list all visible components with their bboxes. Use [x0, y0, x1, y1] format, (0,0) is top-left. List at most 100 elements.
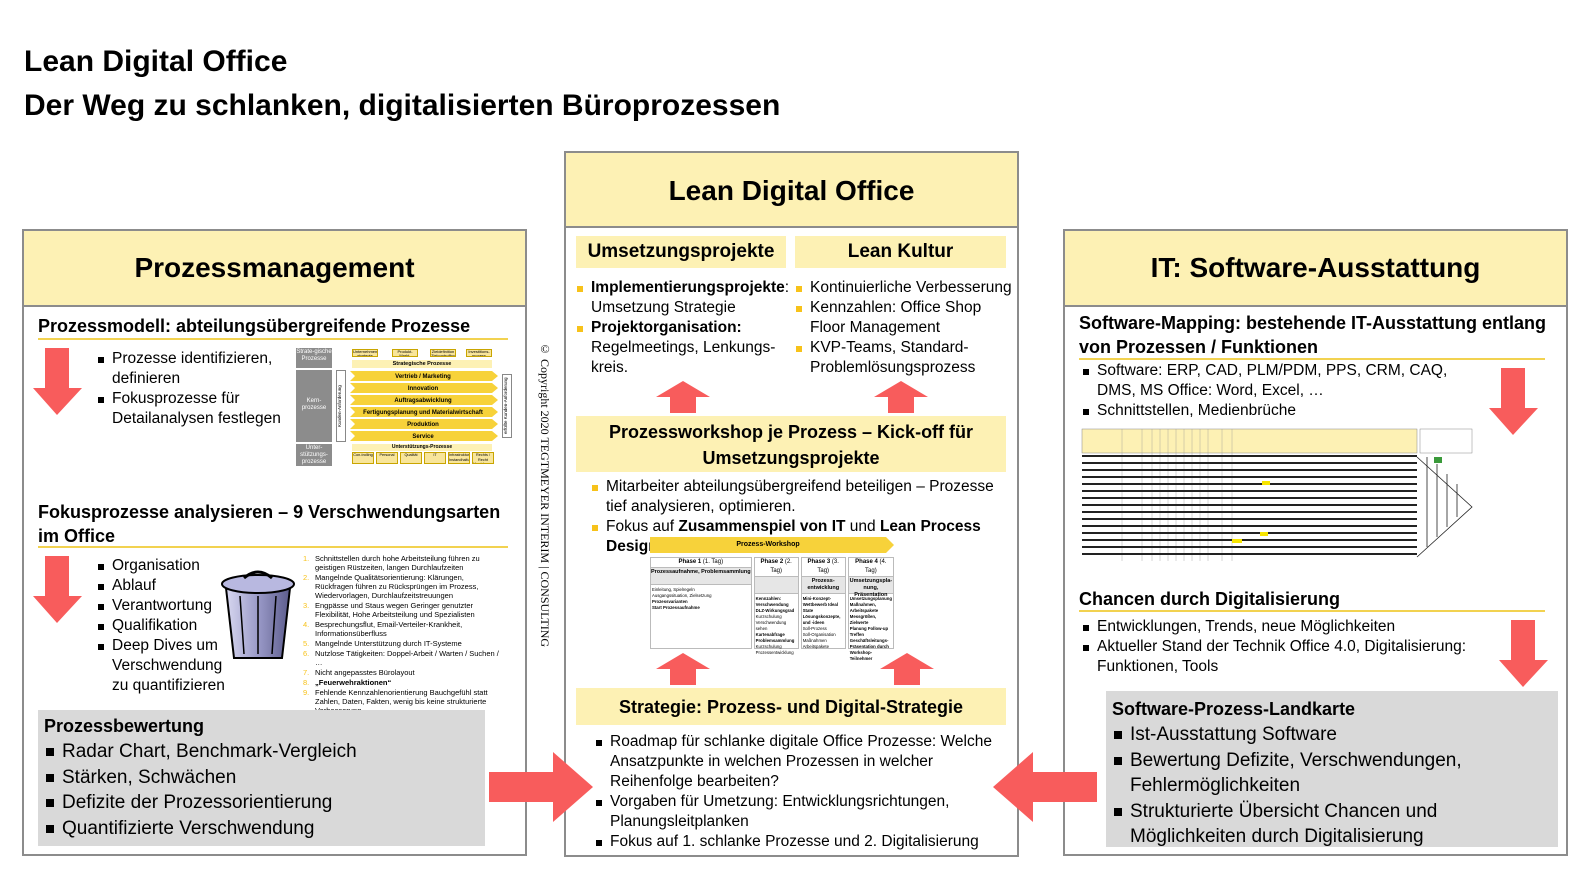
bullet-item: Organisation: [98, 556, 238, 576]
phase-head: Prozess-entwicklung: [801, 577, 845, 594]
phase-item: Kurzschulung Verschwendung sehen: [755, 614, 787, 631]
strategic-bar: Strategische Prozesse: [352, 360, 492, 368]
bullet-bold: Zusammenspiel von IT: [678, 518, 846, 535]
page-title-line2: Der Weg zu schlanken, digitalisierten Bü…: [24, 89, 781, 122]
bullet-text: und: [845, 518, 880, 535]
workshop-phases: Phase 1 (1. Tag) Prozessaufnahme, Proble…: [650, 557, 894, 661]
bullet-bold: Implementierungsprojekte: [591, 279, 785, 296]
phase-item: Soll-Organisation: [802, 632, 836, 637]
phase-label: Phase 1: [678, 559, 702, 565]
software-landkarte-box: Software-Prozess-Landkarte Ist-Ausstattu…: [1106, 691, 1558, 847]
waste-item: „Feuerwehraktionen“: [315, 678, 392, 687]
lean-kultur-bullets: Kontinuierliche Verbesserung Kennzahlen:…: [796, 278, 1018, 378]
strategie-header: Strategie: Prozess- und Digital-Strategi…: [576, 688, 1006, 725]
strategy-box: Unternehmens-strategie: [352, 349, 378, 357]
up-arrow: [880, 653, 934, 685]
support-box: Infrastruktur Instandhaltung: [448, 452, 470, 464]
down-arrow: [1489, 368, 1538, 435]
phase-days: (4. Tag): [865, 559, 887, 574]
trash-can-icon: [221, 570, 295, 659]
copyright-notice: © Copyright 2020 TEGTMEYER INTERIM | CON…: [538, 342, 552, 648]
bullet-item: Kennzahlen: Office Shop Floor Management: [796, 298, 1018, 338]
waste-item: Mangelnde Unterstützung durch IT-Systeme: [315, 639, 462, 648]
umsetzungsprojekte-bullets: Implementierungsprojekte: Umsetzung Stra…: [577, 278, 789, 378]
vertical-label-left: Kunden-Anforderung: [336, 370, 346, 442]
support-boxes: Con-trolling Personal Qualität IT Infras…: [352, 452, 494, 464]
phase-item: Maßnahmen: [802, 638, 827, 643]
panel-header-it-software: IT: Software-Ausstattung: [1065, 231, 1566, 307]
core-process-chevrons: [350, 371, 498, 441]
label-support: Unter-stützungs-prozesse: [296, 444, 332, 466]
waste-item: Besprechungsflut, Email-Verteiler-Krankh…: [315, 620, 463, 638]
core-process-labels: Vertrieb / Marketing Innovation Auftrags…: [350, 371, 496, 443]
bullet-item: Prozesse identifizieren, definieren: [98, 349, 288, 389]
strategie-bullets: Roadmap für schlanke digitale Office Pro…: [596, 732, 1006, 852]
bullet-item: Implementierungsprojekte: Umsetzung Stra…: [577, 278, 789, 318]
core-process: Fertigungsplanung und Materialwirtschaft: [363, 410, 483, 416]
bullet-text: : Umsetzung Strategie: [591, 279, 790, 316]
bullet-item: Ablauf: [98, 576, 238, 596]
phase-item: Messgrößen, Zielwerte: [849, 614, 877, 625]
page-title-line1: Lean Digital Office: [24, 45, 288, 78]
bullet-item: Kontinuierliche Verbesserung: [796, 278, 1018, 298]
phase-item: Planung Follow-up Treffen: [849, 626, 889, 637]
phase-label: Phase 2: [760, 559, 784, 565]
up-arrow: [874, 381, 928, 413]
down-arrow: [33, 556, 82, 623]
right-arrow: [489, 752, 593, 822]
software-mapping-bullets: Software: ERP, CAD, PLM/PDM, PPS, CRM, C…: [1083, 361, 1473, 421]
phase-item: Arbeitspakete: [802, 644, 829, 649]
prozessmodell-title: Prozessmodell: abteilungsübergreifende P…: [38, 316, 471, 336]
phase-item: Mini-Konzept-Wettbewerb Ideal State: [802, 596, 838, 613]
phase-item: Einleitung, Spielregeln: [652, 587, 695, 592]
bullet-item: Software: ERP, CAD, PLM/PDM, PPS, CRM, C…: [1083, 361, 1473, 401]
up-arrow: [656, 381, 710, 413]
support-box: Con-trolling: [352, 452, 374, 464]
bullet-item: Fokusprozesse für Detailanalysen festleg…: [98, 389, 288, 429]
left-arrow: [993, 752, 1097, 822]
bullet-item: Mitarbeiter abteilungsübergreifend betei…: [592, 477, 1006, 517]
phase-item: Kennzahlen: Verschwendung DLZ-Wirkungsgr…: [755, 596, 795, 613]
core-process: Vertrieb / Marketing: [395, 374, 451, 380]
label-core: Kern-prozesse: [296, 370, 332, 442]
lean-kultur-header: Lean Kultur: [795, 236, 1006, 268]
support-box: IT: [424, 452, 446, 464]
umsetzungsprojekte-header: Umsetzungsprojekte: [576, 236, 786, 268]
core-process: Produktion: [407, 422, 439, 428]
prozessmodell-bullets: Prozesse identifizieren, definieren Foku…: [98, 349, 288, 429]
core-process: Innovation: [407, 386, 439, 392]
bullet-item: Deep Dives um Verschwendung zu quantifiz…: [98, 636, 238, 696]
chancen-bullets: Entwicklungen, Trends, neue Möglichkeite…: [1083, 617, 1473, 677]
phase-item: Ausgangssituation, Zielsetzung: [652, 593, 712, 598]
vertical-label-right: erfüllte Kunden-Anforderung: [502, 374, 512, 438]
phase-days: (2. Tag): [770, 559, 792, 574]
waste-item: Nicht angepasstes Bürolayout: [315, 668, 415, 677]
bullet-item: Qualifikation: [98, 616, 238, 636]
support-box: Personal: [376, 452, 398, 464]
bullet-bold: Lean Process Design: [606, 518, 981, 555]
bullet-item: Strukturierte Übersicht Chancen und Mögl…: [1112, 799, 1552, 850]
bullet-item: KVP-Teams, Standard-Problemlösungsprozes…: [796, 338, 1018, 378]
phase-item: Kurzschulung Prozessentwicklung: [755, 644, 794, 655]
prozessworkshop-bullets: Mitarbeiter abteilungsübergreifend betei…: [576, 477, 1006, 557]
phase-item: Kartenabfrage Problemsammlung: [755, 632, 795, 643]
bullet-item: Ist-Ausstattung Software: [1112, 722, 1552, 748]
phase-days: (1. Tag): [702, 559, 724, 565]
support-box: Rechts / Recht Versicherung: [472, 452, 494, 464]
process-model-diagram: Strate-gische Prozesse Kern-prozesse Unt…: [296, 348, 514, 466]
fokusprozesse-bullets: Organisation Ablauf Verantwortung Qualif…: [98, 556, 238, 696]
panel-header-lean-digital-office: Lean Digital Office: [566, 153, 1017, 228]
strategy-box: Zieldefinition Zielcontrolling: [430, 349, 456, 357]
bullet-item: Projektorganisation: Regelmeetings, Lenk…: [577, 318, 789, 378]
software-landkarte-title: Software-Prozess-Landkarte: [1112, 699, 1356, 719]
phase-column: Phase 4 (4. Tag) Umsetzungspla-nung, Prä…: [847, 557, 894, 661]
strategy-box: Produkt-Markt-strategie: [392, 349, 418, 357]
bullet-item: Defizite der Prozessorientierung: [44, 790, 479, 816]
underline: [38, 546, 508, 548]
prozessbewertung-box: Prozessbewertung Radar Chart, Benchmark-…: [38, 710, 485, 846]
underline: [1079, 610, 1545, 612]
bullet-item: Radar Chart, Benchmark-Vergleich: [44, 739, 479, 765]
phase-head: [754, 577, 798, 594]
waste-item: Schnittstellen durch hohe Arbeitsteilung…: [315, 554, 480, 572]
software-matrix-thumbnail: [1081, 428, 1473, 561]
